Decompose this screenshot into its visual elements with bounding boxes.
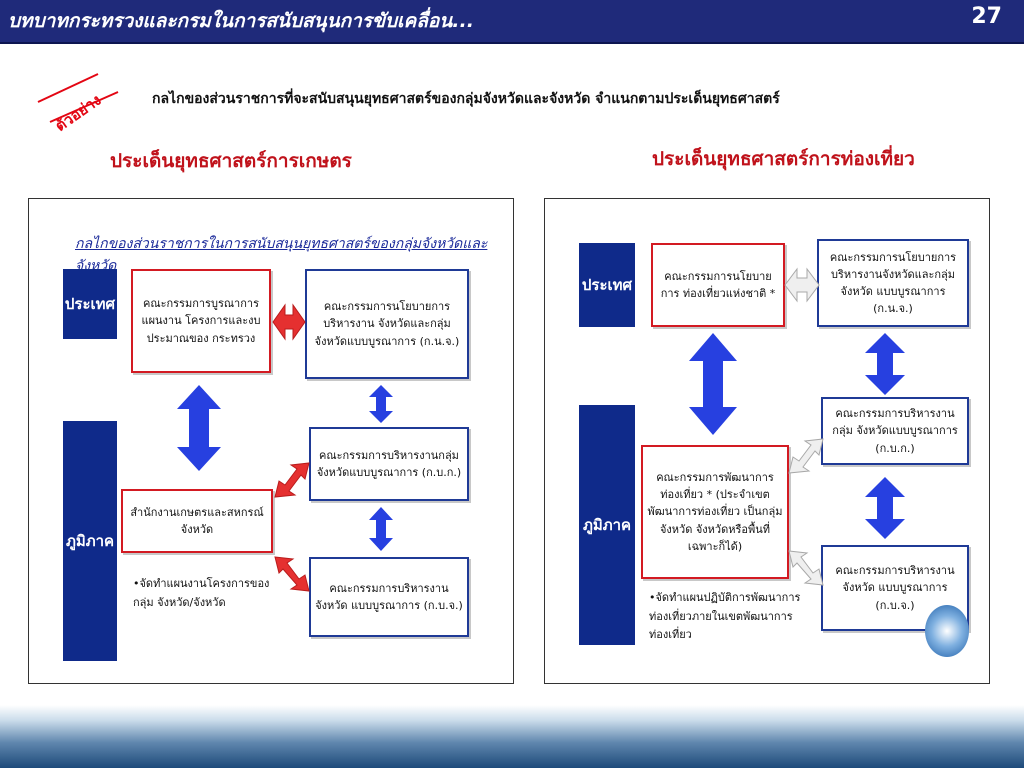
agriculture-note: •จัดทำแผนงานโครงการของกลุ่ม จังหวัด/จังห… — [133, 577, 270, 609]
box-knj: คณะกรรมการนโยบายการ บริหารงานจังหวัดและก… — [817, 239, 969, 327]
box-kbj: คณะกรรมการบริหารงานจังหวัด แบบบูรณาการ (… — [309, 557, 469, 637]
box-kbk: คณะกรรมการบริหารงานกลุ่ม จังหวัดแบบบูรณา… — [821, 397, 969, 465]
side-label-national: ประเทศ — [579, 243, 635, 327]
double-arrow-vertical-icon — [369, 385, 393, 423]
double-arrow-vertical-icon — [865, 333, 905, 395]
double-arrow-diagonal-icon — [788, 438, 824, 474]
box-kbj: คณะกรรมการบริหารงานจังหวัด แบบบูรณาการ (… — [821, 545, 969, 631]
double-arrow-diagonal-icon — [274, 556, 310, 592]
page-number: 27 — [971, 4, 1002, 29]
box-national-tourism-policy: คณะกรรมการนโยบายการ ท่องเที่ยวแห่งชาติ * — [651, 243, 785, 327]
box-tourism-development-committee: คณะกรรมการพัฒนาการ ท่องเที่ยว * (ประจำเข… — [641, 445, 789, 579]
box-provincial-agri-office: สำนักงานเกษตรและสหกรณ์จังหวัด — [121, 489, 273, 553]
slide-header: บทบาทกระทรวงและกรมในการสนับสนุนการขับเคล… — [0, 0, 1024, 44]
box-kbk: คณะกรรมการบริหารงานกลุ่ม จังหวัดแบบบูรณา… — [309, 427, 469, 501]
slide-footer — [0, 705, 1024, 768]
double-arrow-horizontal-icon — [272, 303, 306, 341]
tourism-diagram-panel: ประเทศ ภูมิภาค คณะกรรมการนโยบายการ ท่องเ… — [544, 198, 990, 684]
section-title-tourism: ประเด็นยุทธศาสตร์การท่องเที่ยว — [652, 148, 915, 170]
side-label-regional: ภูมิภาค — [63, 421, 117, 661]
double-arrow-diagonal-icon — [274, 462, 310, 498]
side-label-national: ประเทศ — [63, 269, 117, 339]
double-arrow-vertical-icon — [865, 477, 905, 539]
section-title-agriculture: ประเด็นยุทธศาสตร์การเกษตร — [110, 150, 352, 172]
slide-subtitle: กลไกของส่วนราชการที่จะสนับสนุนยุทธศาสตร์… — [152, 91, 780, 107]
example-badge-lines — [37, 73, 119, 123]
slide-title: บทบาทกระทรวงและกรมในการสนับสนุนการขับเคล… — [8, 10, 474, 32]
double-arrow-vertical-icon — [689, 333, 737, 435]
double-arrow-diagonal-icon — [788, 550, 824, 586]
side-label-regional: ภูมิภาค — [579, 405, 635, 645]
agriculture-diagram-panel: กลไกของส่วนราชการในการสนับสนุนยุทธศาสตร์… — [28, 198, 514, 684]
double-arrow-vertical-icon — [177, 385, 221, 471]
box-knj: คณะกรรมการนโยบายการบริหารงาน จังหวัดและก… — [305, 269, 469, 379]
double-arrow-vertical-icon — [369, 507, 393, 551]
double-arrow-horizontal-icon — [784, 267, 820, 303]
emblem-logo — [925, 605, 969, 657]
box-ministry-committee: คณะกรรมการบูรณาการแผนงาน โครงการและงบประ… — [131, 269, 271, 373]
tourism-note: •จัดทำแผนปฏิบัติการพัฒนาการ ท่องเที่ยวภา… — [649, 591, 801, 642]
